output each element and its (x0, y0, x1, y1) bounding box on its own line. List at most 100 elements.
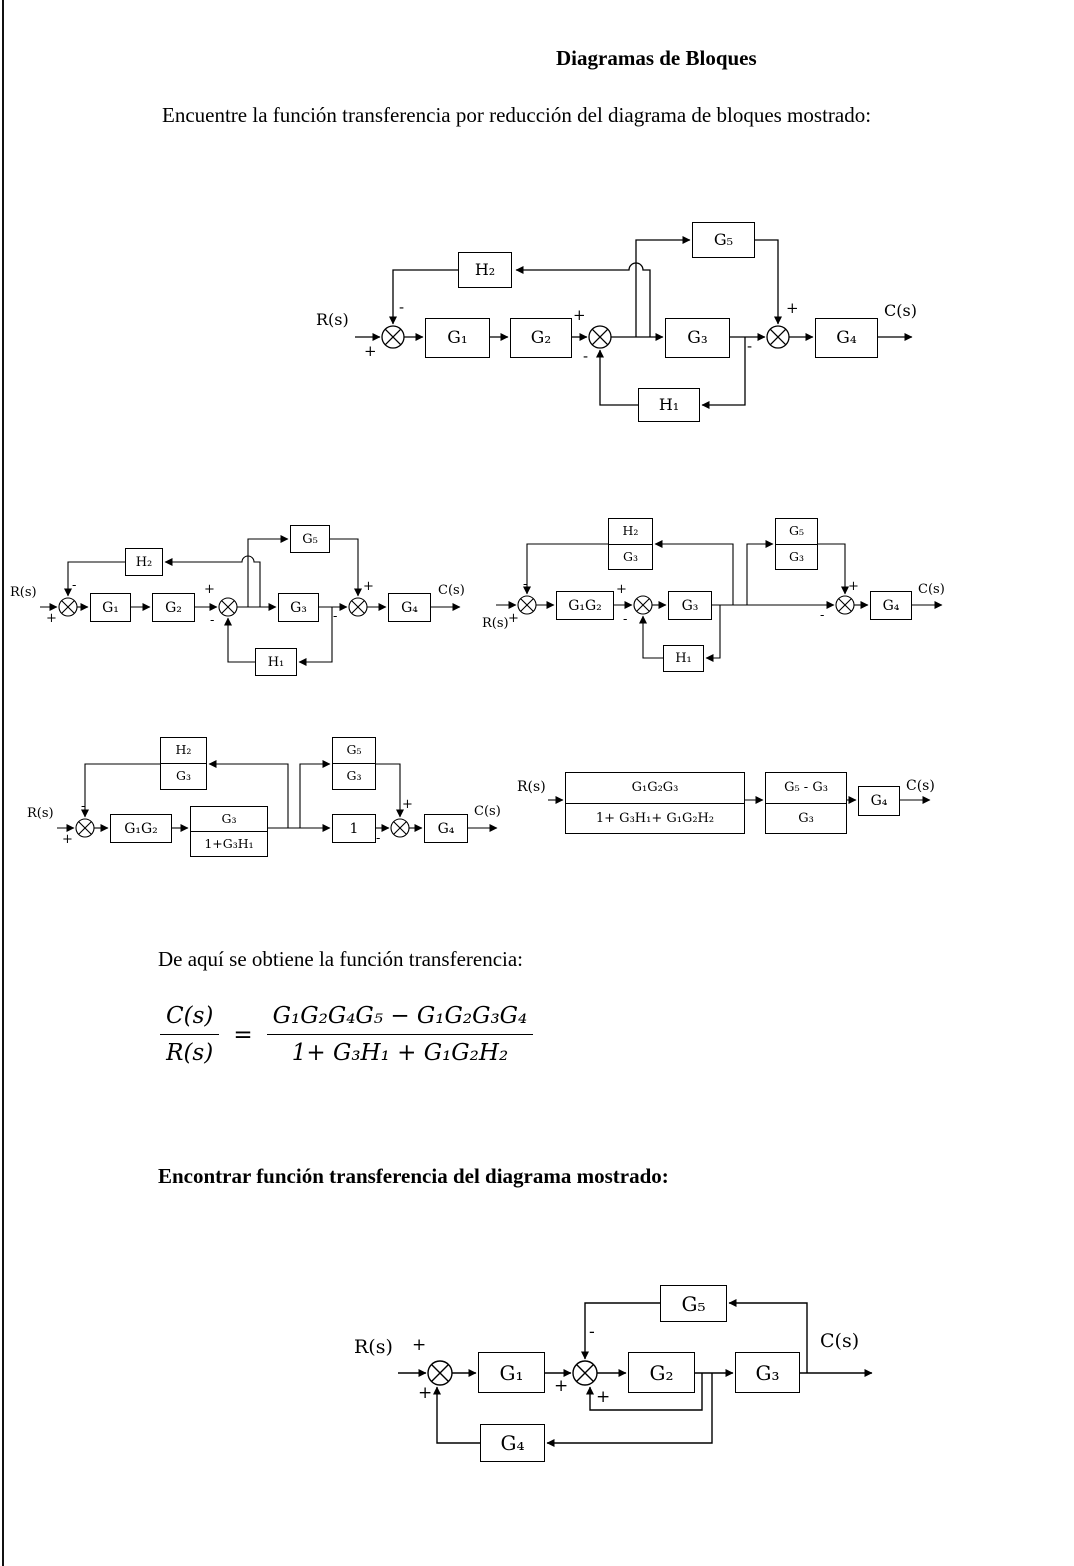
sum-junction (58, 597, 78, 617)
fraction-numerator: H₂ (609, 519, 652, 545)
sign-sum2-input: + (573, 306, 586, 324)
block-g2: G₂ (510, 318, 572, 358)
input-label: R(s) (482, 616, 509, 631)
page-edge-line (2, 0, 4, 1566)
input-label: R(s) (10, 585, 37, 600)
output-label: C(s) (918, 582, 945, 597)
fraction-numerator: H₂ (161, 738, 206, 764)
block-h1: H₁ (663, 645, 704, 672)
fraction-numerator: G₅ - G₃ (766, 773, 846, 804)
sign-sum1-input: + (412, 1335, 427, 1355)
sign-sum3-input: - (747, 337, 753, 355)
sum-junction (381, 325, 405, 349)
block-g4: G₄ (870, 591, 912, 620)
block-g3-over-1plusg3h1: G₃ 1+G₃H₁ (190, 806, 268, 857)
equation-rhs: G₁G₂G₄G₅ − G₁G₂G₃G₄ 1+ G₃H₁ + G₁G₂H₂ (266, 1003, 534, 1066)
block-g4: G₄ (480, 1424, 545, 1462)
block-g5-minus-g3-over-g3: G₅ - G₃ G₃ (765, 772, 847, 834)
diagram-3-wires (496, 540, 943, 662)
sign-sum1-input: + (508, 611, 519, 626)
second-heading: Encontrar función transferencia del diag… (158, 1164, 669, 1188)
block-g4: G₄ (388, 593, 431, 622)
input-label: R(s) (517, 779, 546, 795)
block-g1: G₁ (478, 1352, 545, 1393)
equation-lhs-numerator: C(s) (160, 1003, 220, 1035)
sign-sum2-bottom: + (596, 1387, 611, 1407)
sign-sum2-feedback: + (402, 797, 413, 812)
transfer-function-equation: C(s) R(s) = G₁G₂G₄G₅ − G₁G₂G₃G₄ 1+ G₃H₁ … (160, 1003, 534, 1066)
fraction-numerator: G₅ (333, 738, 375, 764)
fraction-numerator: G₃ (191, 807, 267, 832)
diagram-4-wires (57, 760, 498, 832)
diagram-1-wires (355, 236, 913, 409)
block-g3: G₃ (668, 591, 712, 620)
equation-rhs-numerator: G₁G₂G₄G₅ − G₁G₂G₃G₄ (266, 1003, 534, 1035)
output-label: C(s) (906, 778, 935, 794)
block-g5: G₅ (290, 525, 330, 553)
block-h2: H₂ (458, 252, 512, 288)
sum-junction (517, 595, 537, 615)
sum-junction (766, 325, 790, 349)
sum-junction (588, 325, 612, 349)
fraction-denominator: G₃ (789, 548, 804, 564)
sum-junction (633, 595, 653, 615)
sign-sum1-feedback: - (72, 578, 77, 593)
sign-sum3-input: - (820, 608, 825, 623)
sign-sum3-input: - (333, 609, 338, 624)
sum-junction (572, 1360, 598, 1386)
fraction-denominator: G₃ (346, 768, 362, 784)
sum-junction (835, 595, 855, 615)
block-g1: G₁ (425, 318, 490, 358)
intro-text: Encuentre la función transferencia por r… (162, 103, 872, 127)
block-unity: 1 (332, 814, 376, 843)
result-caption: De aquí se obtiene la función transferen… (158, 947, 524, 971)
block-g5-over-g3: G₅ G₃ (775, 518, 818, 570)
sign-sum1-feedback: - (399, 298, 405, 316)
input-label: R(s) (316, 310, 349, 329)
block-g1g2: G₁G₂ (556, 591, 614, 620)
sign-sum3-feedback: + (363, 579, 374, 594)
sum-junction (218, 597, 238, 617)
equation-rhs-denominator: 1+ G₃H₁ + G₁G₂H₂ (291, 1040, 509, 1066)
sign-sum2-top: - (589, 1322, 595, 1342)
diagram-6-wires (398, 1299, 873, 1447)
block-g4: G₄ (858, 786, 900, 816)
sign-sum3-feedback: + (848, 579, 859, 594)
block-h2-over-g3: H₂ G₃ (608, 518, 653, 570)
diagram-2-wires (40, 535, 461, 666)
output-label: C(s) (474, 804, 501, 819)
sign-sum1-input: + (46, 611, 57, 626)
sign-sum2-feedback: - (623, 612, 628, 627)
sign-sum2-feedback: - (210, 613, 215, 628)
fraction-denominator: G₃ (176, 768, 191, 784)
sign-sum1-input: + (364, 342, 377, 360)
equals-sign: = (233, 1021, 253, 1048)
block-closed-loop: G₁G₂G₃ 1+ G₃H₁+ G₁G₂H₂ (565, 772, 745, 834)
block-h2-over-g3: H₂ G₃ (160, 737, 207, 790)
block-g4: G₄ (424, 814, 468, 843)
sign-sum2-input: + (204, 582, 215, 597)
sign-sum2-input: + (616, 582, 627, 597)
fraction-denominator: G₃ (798, 810, 814, 826)
block-g1: G₁ (90, 593, 131, 622)
block-h1: H₁ (638, 388, 700, 422)
block-g1g2: G₁G₂ (110, 814, 172, 843)
block-g2: G₂ (152, 593, 195, 622)
sign-sum1-input: + (62, 832, 73, 847)
block-h1: H₁ (255, 648, 297, 676)
block-g4: G₄ (815, 318, 878, 358)
sign-sum1-feedback: + (418, 1383, 433, 1403)
sign-sum1-feedback: - (523, 577, 528, 592)
equation-lhs-denominator: R(s) (166, 1040, 214, 1066)
sign-sum1-feedback: - (81, 799, 86, 814)
page-title: Diagramas de Bloques (556, 46, 757, 70)
output-label: C(s) (884, 301, 917, 320)
output-label: C(s) (820, 1330, 860, 1352)
sum-junction (390, 818, 410, 838)
fraction-denominator: 1+ G₃H₁+ G₁G₂H₂ (595, 810, 715, 826)
